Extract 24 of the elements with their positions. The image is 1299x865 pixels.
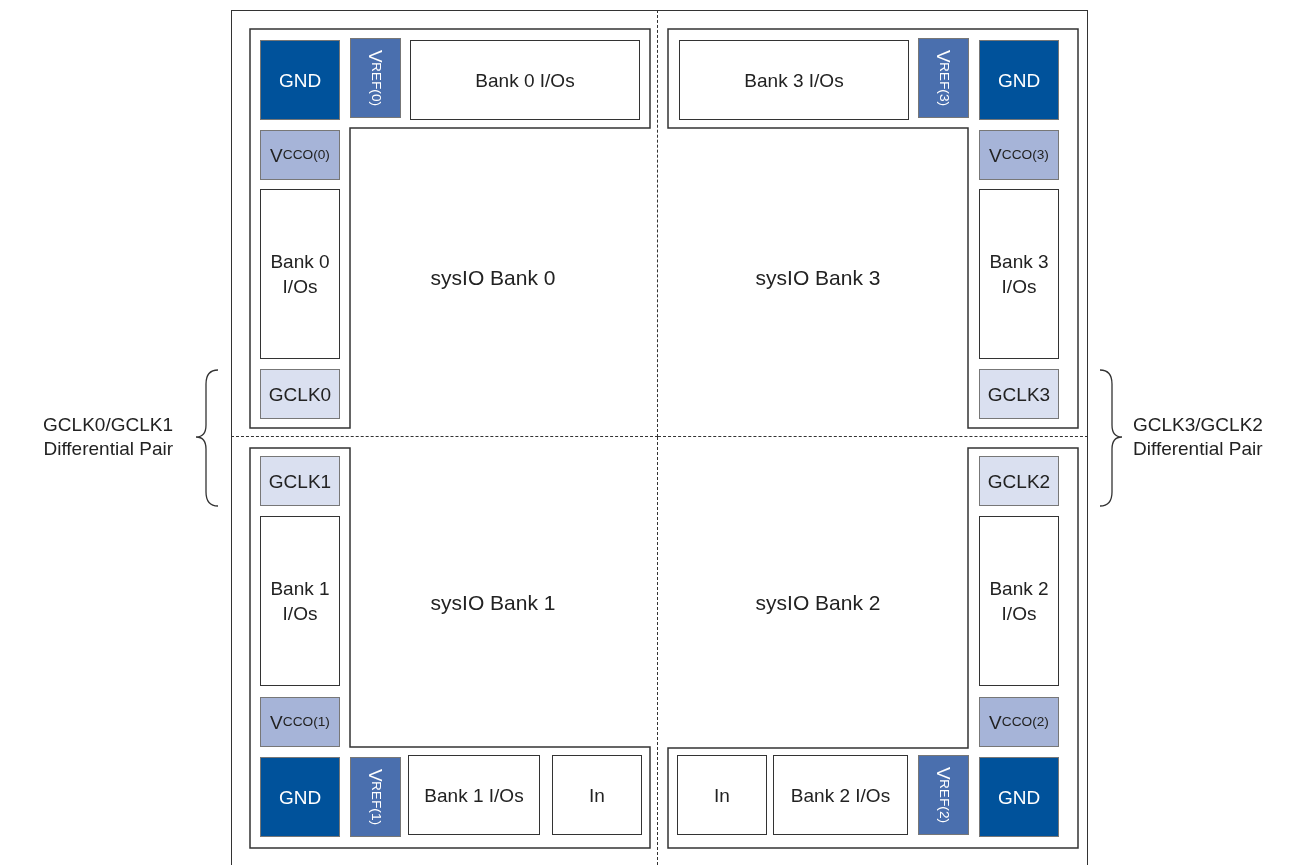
ground-pad: GND <box>979 757 1059 837</box>
clock-pin-block: GCLK3 <box>979 369 1059 419</box>
bank-label: sysIO Bank 3 <box>755 266 881 290</box>
ground-pad: GND <box>979 40 1059 120</box>
io-block: Bank 2 I/Os <box>773 755 908 835</box>
io-block: Bank 0 I/Os <box>410 40 640 120</box>
io-block: Bank 0 I/Os <box>260 189 340 359</box>
io-block: In <box>552 755 642 835</box>
clock-pin-block: GCLK2 <box>979 456 1059 506</box>
pair-label: GCLK3/GCLK2 Differential Pair <box>1133 413 1264 461</box>
ground-pad: GND <box>260 757 340 837</box>
io-block: In <box>677 755 767 835</box>
io-block: Bank 1 I/Os <box>408 755 540 835</box>
pair-label: GCLK0/GCLK1 Differential Pair <box>42 413 173 461</box>
io-block: Bank 3 I/Os <box>679 40 909 120</box>
io-block: Bank 2 I/Os <box>979 516 1059 686</box>
io-block: Bank 1 I/Os <box>260 516 340 686</box>
bank-label: sysIO Bank 1 <box>430 591 556 615</box>
bank-label: sysIO Bank 2 <box>755 591 881 615</box>
bank-label: sysIO Bank 0 <box>430 266 556 290</box>
clock-pin-block: GCLK1 <box>260 456 340 506</box>
clock-pin-block: GCLK0 <box>260 369 340 419</box>
ground-pad: GND <box>260 40 340 120</box>
io-block: Bank 3 I/Os <box>979 189 1059 359</box>
